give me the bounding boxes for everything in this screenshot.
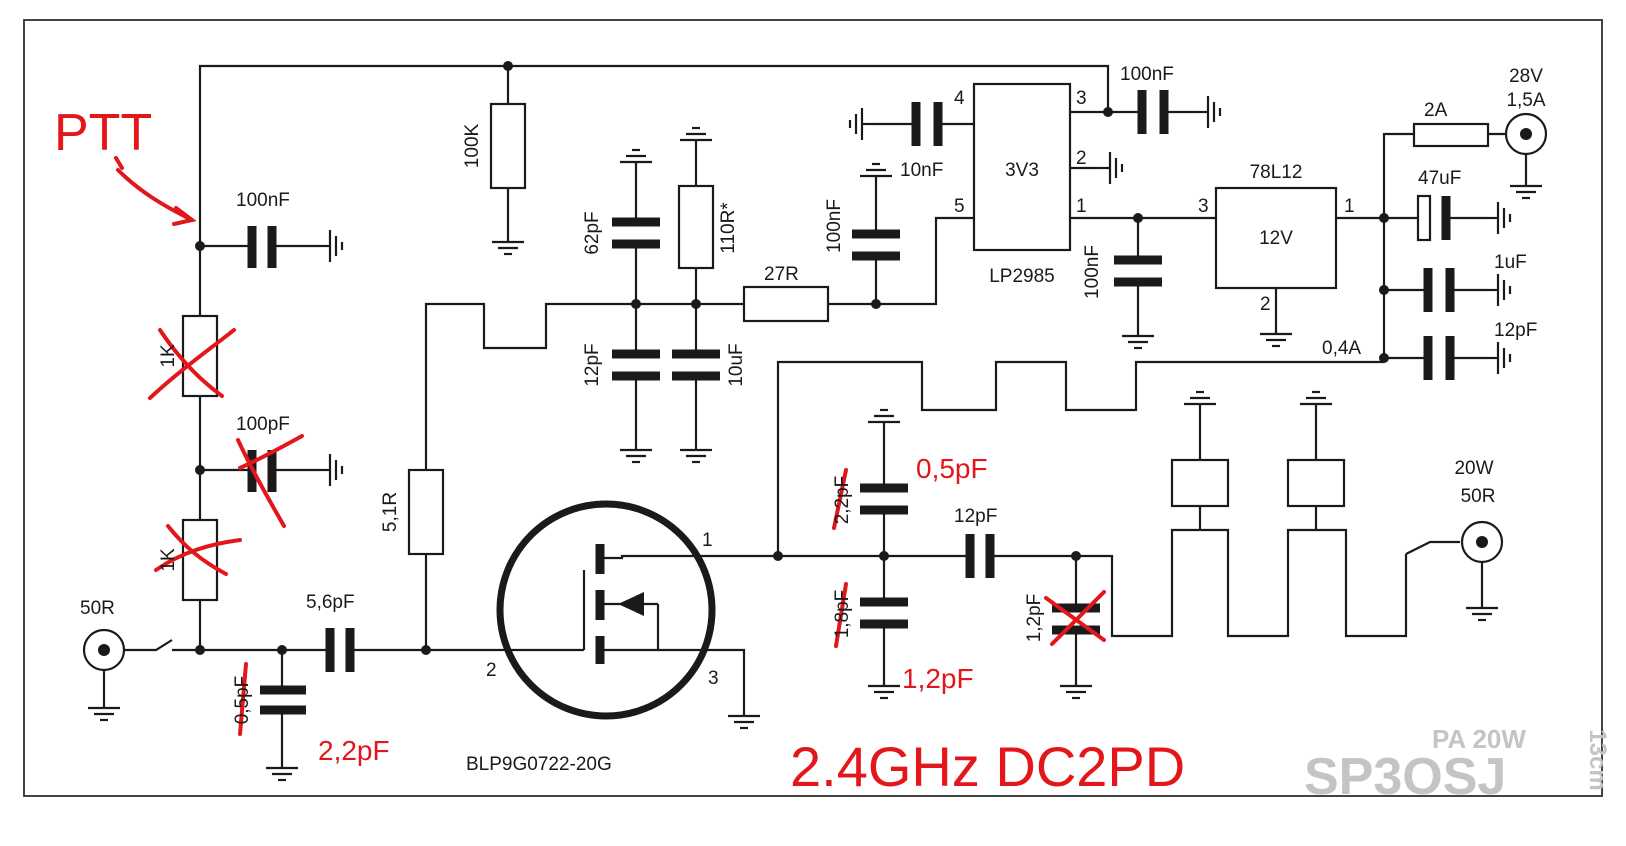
ic2-pin3: 3 [1198,196,1209,217]
label-c-100nf-a: 100nF [824,199,845,253]
ic1-pin5: 5 [954,196,965,217]
title-red: 2.4GHz DC2PD [790,735,1185,798]
label-supply-v: 28V [1509,66,1543,87]
label-fuse: 2A [1424,100,1448,121]
label-c-1uf: 1uF [1494,252,1527,273]
ic1-name: 3V3 [1005,160,1039,181]
ic2-part: 78L12 [1250,162,1303,183]
mosfet-pin1: 1 [702,530,713,551]
label-c-10uf: 10uF [726,343,747,386]
label-r-100k: 100K [462,123,483,168]
label-out-power: 20W [1454,458,1493,479]
label-r-1k-top: 1K [158,344,179,368]
label-c-12pf-sup: 12pF [1494,320,1537,341]
schematic-frame [23,19,1603,797]
label-r-110r: 110R* [718,202,739,254]
mosfet [496,500,778,730]
ptt-bias-chain [181,61,1110,655]
ic1-pin3: 3 [1076,88,1087,109]
label-c-22pf-old: 2,2pF [832,476,853,525]
supply-section [776,112,1548,556]
label-c-56pf: 5,6pF [306,592,355,613]
ic2-name: 12V [1259,228,1293,249]
78l12-regulator [1214,186,1384,348]
label-c-100pf: 100pF [236,414,290,435]
ptt-label: PTT [54,104,152,162]
label-c-47uf: 47uF [1418,168,1461,189]
red-annotations [114,156,1106,736]
rf-input [82,302,900,782]
label-c-18pf-old: 1,8pF [832,590,853,639]
label-r-51r: 5,1R [380,492,401,532]
ic1-pin1: 1 [1076,196,1087,217]
ic1-pin2: 2 [1076,148,1087,169]
mosfet-part: BLP9G0722-20G [466,754,612,775]
label-c-in-old: 0,5pF [232,676,253,725]
ic2-pin2: 2 [1260,294,1271,315]
label-c-12pf-new: 1,2pF [902,663,974,694]
label-supply-a: 1,5A [1506,90,1545,111]
ic2-pin1: 1 [1344,196,1355,217]
lp2985-regulator [848,82,1222,350]
label-c-12pf-out: 12pF [954,506,997,527]
label-in-50r: 50R [80,598,115,619]
bias-network [612,126,974,464]
label-r-1k-bot: 1K [158,548,179,572]
schematic-labels: PTT 100nF 100K 1K 100pF 1K 50R 5,6pF 0,5… [54,64,1611,806]
label-c-62pf: 62pF [582,211,603,254]
ic1-pin4: 4 [954,88,965,109]
label-current: 0,4A [1322,338,1361,359]
output-match [773,390,1504,700]
label-out-50r: 50R [1461,486,1496,507]
label-c-12pf-x: 1,2pF [1024,594,1045,643]
brand-main: SP3OSJ [1304,748,1506,806]
mosfet-pin2: 2 [486,660,497,681]
label-c-100nf-top: 100nF [1120,64,1174,85]
label-c-100nf-b: 100nF [1082,245,1103,299]
label-c-ptt: 100nF [236,190,290,211]
brand-sub: PA 20W [1432,724,1526,754]
label-r-27r: 27R [764,264,799,285]
mosfet-pin3: 3 [708,668,719,689]
brand-band: 13cm [1584,729,1611,790]
label-c-10nf: 10nF [900,160,943,181]
label-c-in-new: 2,2pF [318,735,390,766]
label-c-12pf-bias: 12pF [582,343,603,386]
label-c-05pf-new: 0,5pF [916,453,988,484]
ic1-part: LP2985 [989,266,1055,287]
